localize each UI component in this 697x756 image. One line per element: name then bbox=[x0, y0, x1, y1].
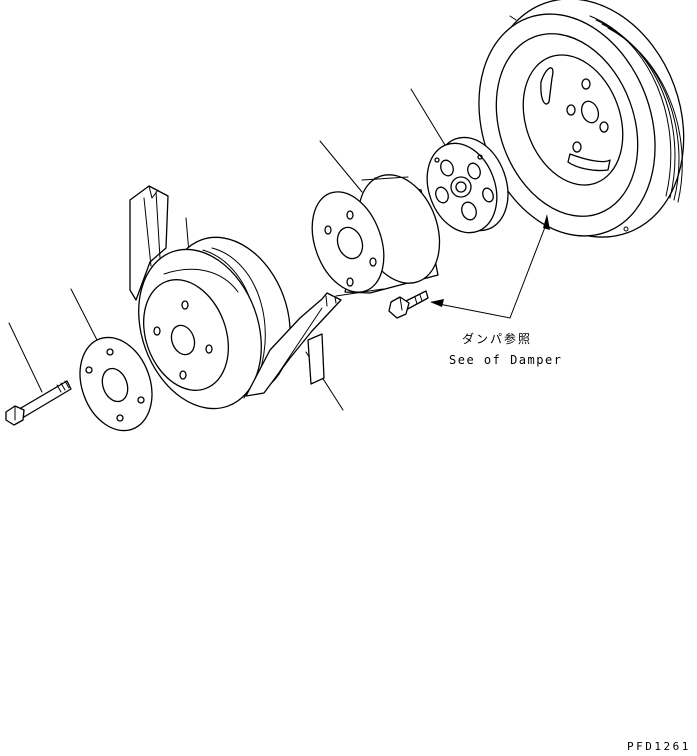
v-belt-lower-strand bbox=[245, 292, 342, 397]
v-belt bbox=[129, 185, 169, 301]
leader-line-bolt bbox=[8, 322, 43, 393]
pulley bbox=[138, 236, 291, 410]
drawing-code: PFD1261 bbox=[627, 740, 691, 753]
washer bbox=[79, 336, 153, 432]
arrow-head-bolt bbox=[430, 299, 444, 307]
pulley-bolt bbox=[5, 380, 72, 426]
damper-reference-note-ja: ダンパ参照 bbox=[462, 332, 533, 346]
arrow-head-damper bbox=[543, 214, 550, 230]
damper bbox=[478, 0, 685, 238]
leader-line-spacer bbox=[319, 140, 363, 193]
reference-arrows bbox=[430, 214, 550, 319]
damper-bolt bbox=[388, 290, 429, 319]
leader-line-washer bbox=[70, 288, 99, 343]
spacer bbox=[311, 174, 441, 297]
adapter-plate bbox=[426, 136, 509, 234]
leader-line-adapter bbox=[410, 88, 449, 151]
damper-reference-note-en: See of Damper bbox=[449, 353, 563, 367]
